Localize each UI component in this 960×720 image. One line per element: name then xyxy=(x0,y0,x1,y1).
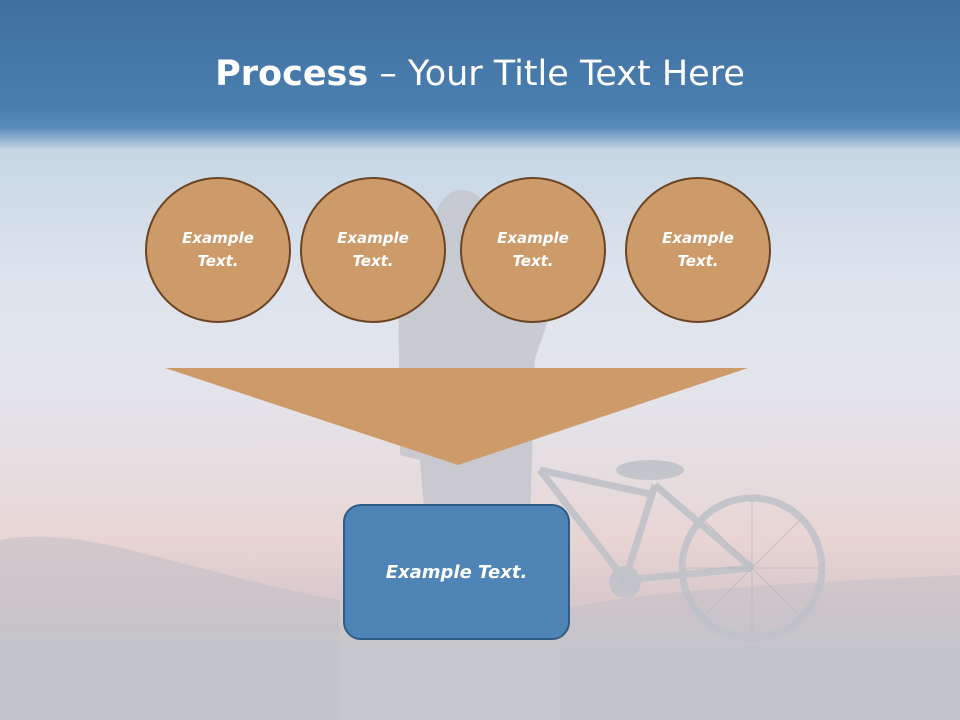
slide-title: Process – Your Title Text Here xyxy=(0,52,960,96)
circle-3-text: Example Text. xyxy=(497,229,569,270)
process-step-circle-1[interactable]: Example Text. xyxy=(145,177,291,323)
circle-2-text: Example Text. xyxy=(337,229,409,270)
result-text: Example Text. xyxy=(385,561,528,583)
circle-1-text: Example Text. xyxy=(182,229,254,270)
circle-4-text: Example Text. xyxy=(662,229,734,270)
title-rest: – Your Title Text Here xyxy=(368,54,745,94)
title-bold: Process xyxy=(215,54,369,94)
process-step-circle-2[interactable]: Example Text. xyxy=(300,177,446,323)
result-box[interactable]: Example Text. xyxy=(343,504,570,640)
bicycle-silhouette xyxy=(537,466,826,642)
process-step-circle-3[interactable]: Example Text. xyxy=(460,177,606,323)
process-step-circle-4[interactable]: Example Text. xyxy=(625,177,771,323)
